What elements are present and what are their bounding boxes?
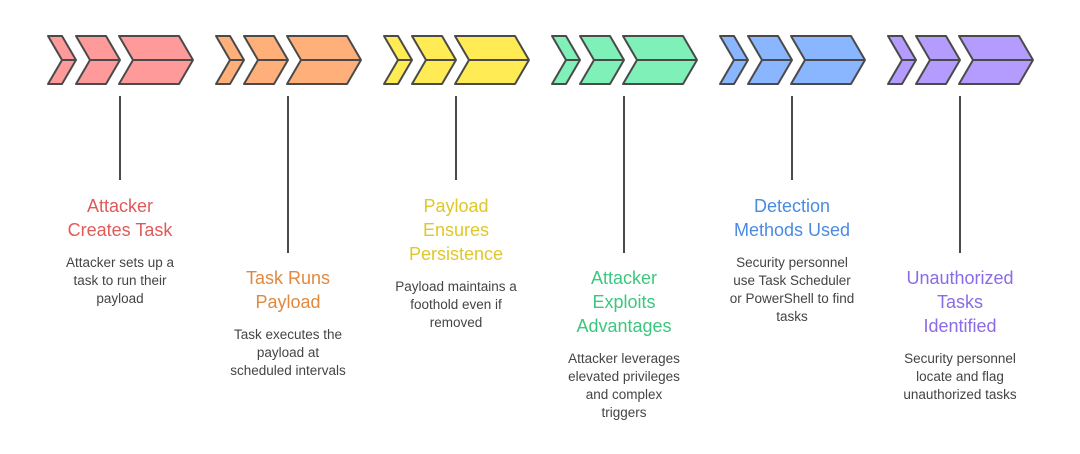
step-description: Security personnel locate and flag unautho… — [880, 350, 1040, 404]
step-title-line: Payload — [423, 196, 489, 216]
step-description-line: payload — [96, 291, 144, 306]
step-description: Attacker sets up a task to run their paylo… — [40, 254, 200, 308]
step-description-line: Attacker sets up a — [65, 255, 175, 270]
step-title-line: Identified — [923, 316, 997, 336]
step-description-line: scheduled intervals — [230, 363, 346, 378]
step-description: Security personnel use Task Scheduler or P… — [712, 254, 872, 326]
step-title-line: Advantages — [576, 316, 672, 336]
chevron-group-2 — [215, 35, 362, 85]
step-description-line: Task executes the — [233, 327, 343, 342]
step-title-line: Creates Task — [67, 220, 173, 240]
step-title-line: Attacker — [590, 268, 658, 288]
chevron-group-4 — [551, 35, 698, 85]
step-description-line: Security personnel — [736, 255, 848, 270]
step-description-line: and complex — [585, 387, 663, 402]
step-description: Attacker leverages elevated privileges and… — [544, 350, 704, 422]
step-title-line: Unauthorized — [906, 268, 1014, 288]
step-description-line: foothold even if — [410, 297, 502, 312]
step-description-line: task to run their — [73, 273, 167, 288]
step-title-line: Exploits — [592, 292, 656, 312]
step-description: Task executes the payload at scheduled int… — [208, 326, 368, 380]
step-description-line: triggers — [601, 405, 647, 420]
step-description-line: Security personnel — [904, 351, 1016, 366]
step-description-line: removed — [429, 315, 483, 330]
step-description-line: elevated privileges — [568, 369, 680, 384]
step-title-line: Task Runs — [245, 268, 331, 288]
step-description-line: tasks — [776, 309, 808, 324]
step-title-line: Detection — [753, 196, 831, 216]
chevron-group-6 — [887, 35, 1034, 85]
step-description-line: Attacker leverages — [568, 351, 680, 366]
step-title-line: Persistence — [408, 244, 504, 264]
chevron-group-3 — [383, 35, 530, 85]
step-description-line: Payload maintains a — [395, 279, 517, 294]
step-description: Payload maintains a foothold even if remov… — [376, 278, 536, 332]
chevron-group-5 — [719, 35, 866, 85]
step-description-line: locate and flag — [916, 369, 1004, 384]
step-title-line: Tasks — [936, 292, 983, 312]
step-description-line: use Task Scheduler — [733, 273, 851, 288]
step-description-line: unauthorized tasks — [903, 387, 1017, 402]
step-title-line: Payload — [255, 292, 321, 312]
step-title-line: Ensures — [422, 220, 490, 240]
step-description-line: or PowerShell to find — [729, 291, 855, 306]
step-title-line: Attacker — [86, 196, 154, 216]
chevron-group-1 — [47, 35, 194, 85]
step-description-line: payload at — [256, 345, 320, 360]
step-title-line: Methods Used — [733, 220, 851, 240]
